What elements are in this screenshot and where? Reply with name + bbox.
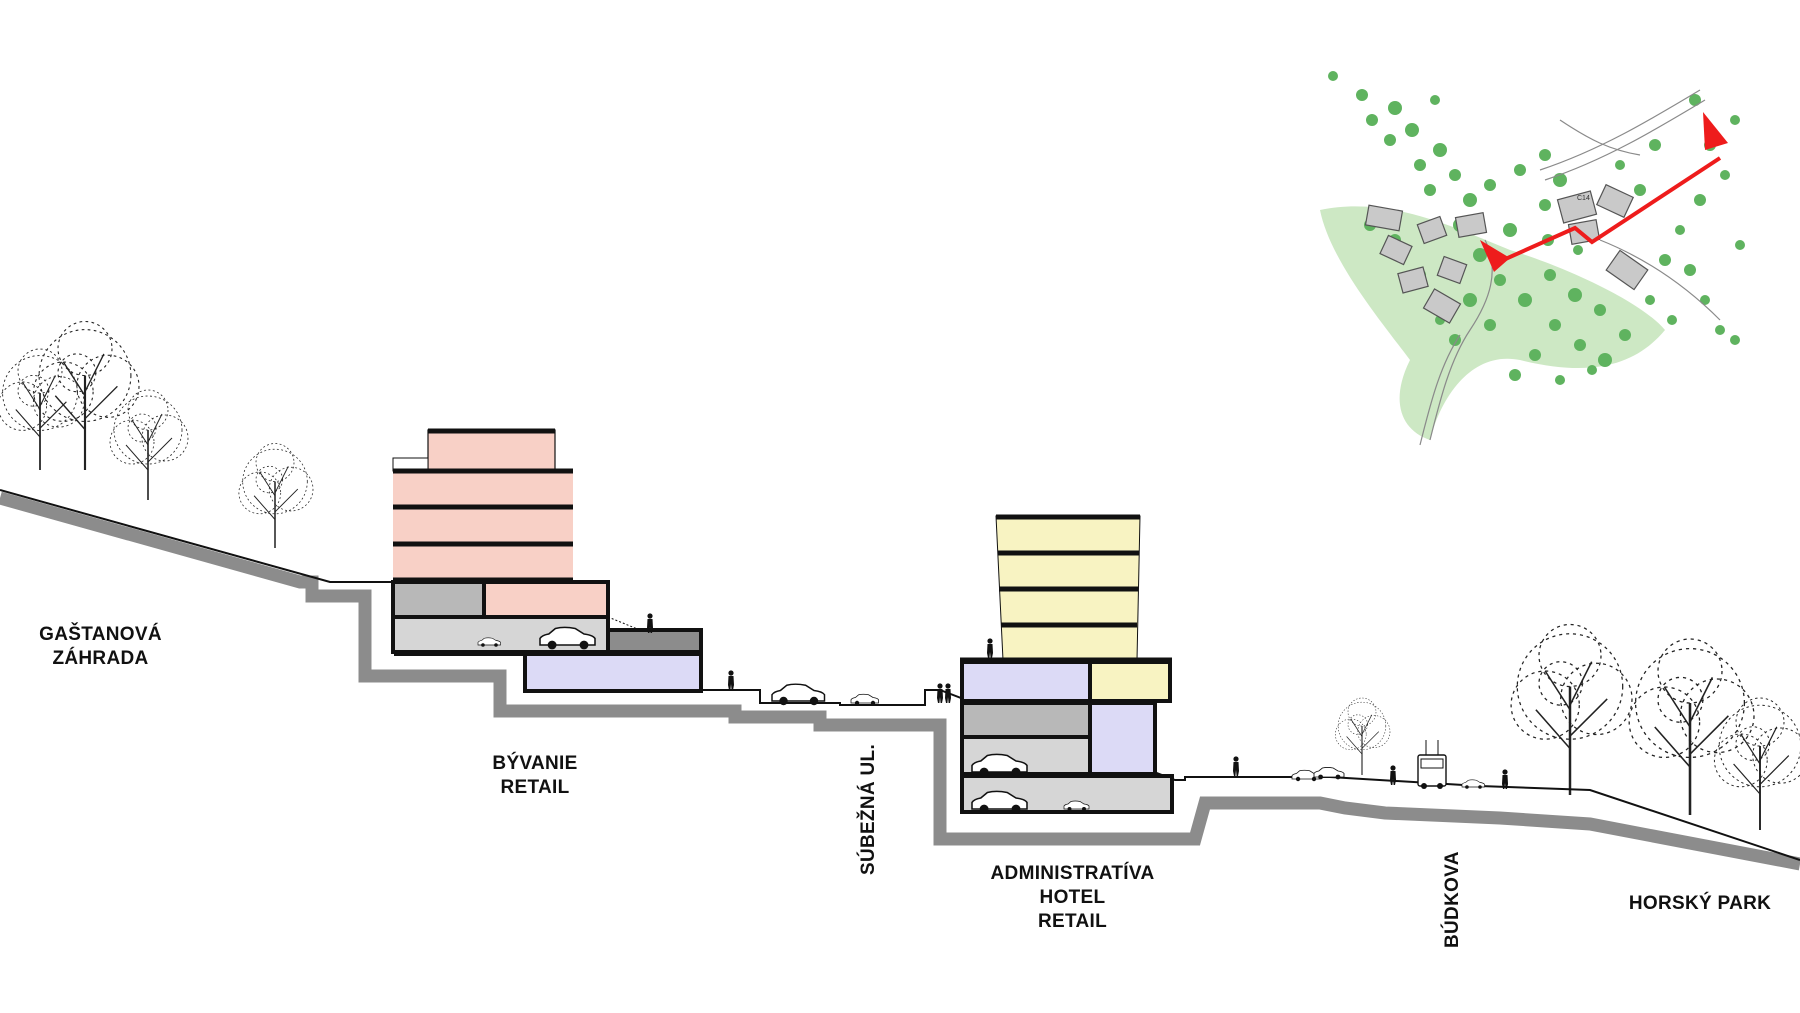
- label-gastanova-line2: ZÁHRADA: [52, 648, 149, 669]
- retail-unit: [482, 580, 610, 619]
- retail-unit-violet: [1088, 701, 1157, 776]
- penthouse-floor: [427, 429, 556, 472]
- label-admin-line2: HOTEL: [1039, 887, 1106, 908]
- label-byvanie-line1: BÝVANIE: [492, 753, 578, 774]
- tree-icon: [109, 389, 189, 501]
- residential-floor: [393, 471, 573, 507]
- car-icon: [850, 693, 879, 706]
- residential-floor: [393, 544, 573, 580]
- label-subezna-ul: SÚBEŽNÁ UL.: [858, 743, 879, 875]
- label-gastanova-line1: GAŠTANOVÁ: [39, 624, 162, 645]
- street-budkova: [1233, 740, 1508, 790]
- label-gastanova-zahrada: GAŠTANOVÁ ZÁHRADA: [28, 623, 173, 671]
- car-icon: [1461, 779, 1485, 790]
- label-admin-line3: RETAIL: [1038, 911, 1107, 932]
- tree-icon: [1334, 697, 1391, 776]
- trees-horsky-park: [1334, 623, 1800, 831]
- person-icon: [945, 683, 951, 703]
- tech-room: [391, 580, 486, 619]
- label-horsky-park-text: HORSKÝ PARK: [1628, 893, 1772, 914]
- label-byvanie-line2: RETAIL: [500, 777, 570, 798]
- tree-icon: [0, 348, 85, 471]
- tree-icon: [238, 442, 314, 549]
- label-administrativa-hotel-retail: ADMINISTRATÍVA HOTEL RETAIL: [960, 862, 1185, 934]
- building-byvanie-retail: [391, 428, 703, 693]
- tree-icon: [1509, 623, 1634, 797]
- terrain-foundation-band: [0, 491, 1800, 871]
- person-icon: [1233, 756, 1239, 776]
- label-byvanie-retail: BÝVANIE RETAIL: [460, 752, 610, 800]
- residential-floor: [393, 507, 573, 544]
- person-icon: [987, 638, 993, 658]
- person-icon: [728, 670, 734, 690]
- retail-underground: [523, 652, 703, 693]
- street-subezna: [728, 670, 951, 706]
- person-icon: [937, 683, 943, 703]
- label-budkova: BÚDKOVA: [1442, 851, 1463, 948]
- retail-unit-violet: [960, 660, 1092, 703]
- label-horsky-park: HORSKÝ PARK: [1610, 892, 1790, 916]
- ramp-block: [606, 628, 703, 654]
- tree-icon: [1627, 637, 1756, 817]
- bus-icon: [1417, 740, 1447, 789]
- person-icon: [1390, 765, 1396, 785]
- building-administrativa-hotel-retail: [960, 514, 1174, 815]
- tech-room: [960, 701, 1092, 739]
- label-admin-line1: ADMINISTRATÍVA: [990, 863, 1155, 884]
- ground-line: [0, 489, 1800, 861]
- office-unit: [1088, 660, 1172, 703]
- section-arrow-icon: [1480, 112, 1728, 272]
- site-key-map: C14: [1320, 71, 1745, 446]
- svg-text:C14: C14: [1577, 195, 1590, 202]
- tree-icon: [32, 320, 141, 472]
